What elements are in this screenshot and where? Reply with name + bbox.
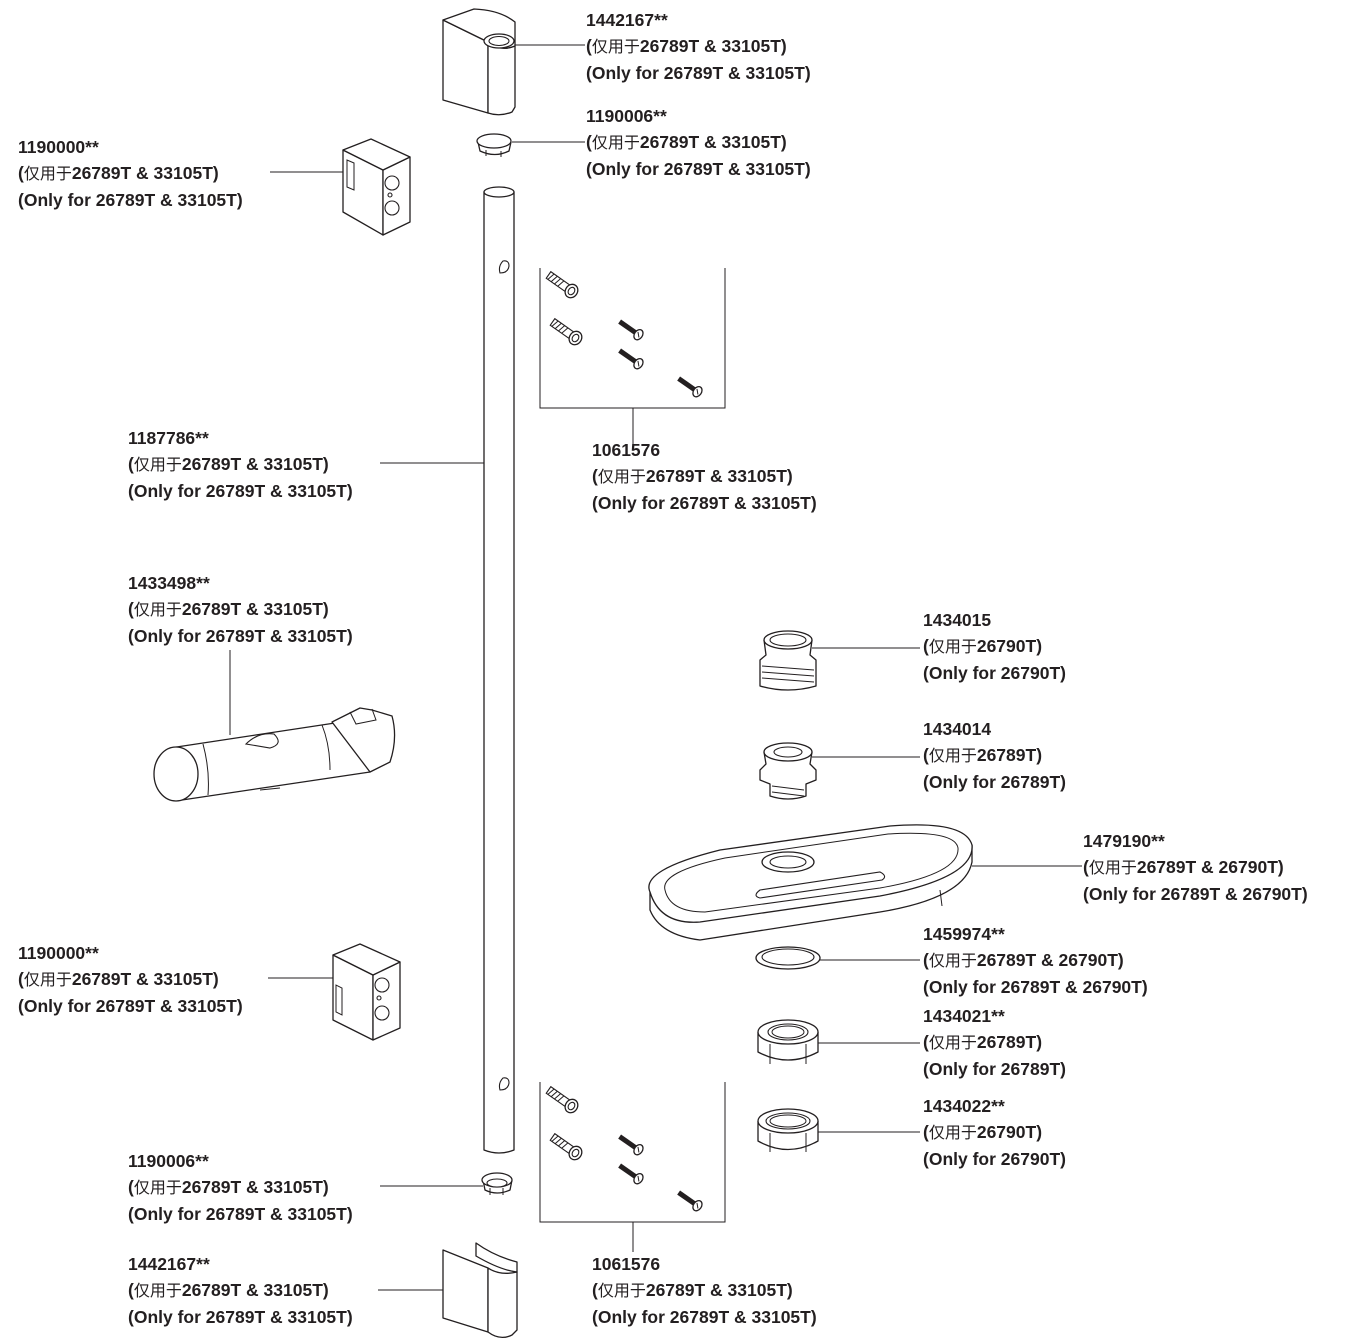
nut-26789-part [757, 1019, 920, 1064]
en-note: (Only for 26790T) [923, 1149, 1066, 1169]
soap-dish-part [648, 824, 1082, 941]
part-number: 1434021** [923, 1006, 1005, 1026]
cn-note: (仅用于26789T & 33105T) [18, 969, 219, 989]
en-note: (Only for 26789T & 33105T) [592, 1307, 817, 1327]
cn-note: (仅用于26789T) [923, 745, 1043, 765]
adapter-26789-part [759, 742, 920, 800]
cn-note: (仅用于26789T & 33105T) [592, 1280, 793, 1300]
part-number: 1434014 [923, 719, 992, 739]
cn-note: (仅用于26790T) [923, 1122, 1043, 1142]
cn-note: (仅用于26789T & 33105T) [128, 454, 329, 474]
en-note: (Only for 26789T & 33105T) [18, 996, 243, 1016]
label-bracket-bottom: 1190000** (仅用于26789T & 33105T) (Only for… [18, 940, 243, 1019]
cn-note: (仅用于26789T & 33105T) [128, 1177, 329, 1197]
screw-kit-bottom-part [539, 1082, 726, 1252]
slider-part [153, 650, 396, 802]
part-number: 1190000** [18, 137, 99, 157]
label-nut-26789: 1434021** (仅用于26789T) (Only for 26789T) [923, 1003, 1066, 1082]
cn-note: (仅用于26789T & 33105T) [586, 132, 787, 152]
cn-note: (仅用于26789T & 33105T) [128, 599, 329, 619]
label-nut-26790: 1434022** (仅用于26790T) (Only for 26790T) [923, 1093, 1066, 1172]
label-plug-bottom: 1190006** (仅用于26789T & 33105T) (Only for… [128, 1148, 353, 1227]
bracket-bottom-part [268, 943, 401, 1041]
part-number: 1433498** [128, 573, 210, 593]
plug-bottom-part [380, 1172, 513, 1195]
label-rail: 1187786** (仅用于26789T & 33105T) (Only for… [128, 425, 353, 504]
en-note: (Only for 26789T) [923, 1059, 1066, 1079]
label-soap-dish: 1479190** (仅用于26789T & 26790T) (Only for… [1083, 828, 1308, 907]
label-adapter-26789: 1434014 (仅用于26789T) (Only for 26789T) [923, 716, 1066, 795]
part-number: 1187786** [128, 428, 209, 448]
label-plug-top: 1190006** (仅用于26789T & 33105T) (Only for… [586, 103, 811, 182]
part-number: 1442167** [128, 1254, 210, 1274]
cn-note: (仅用于26789T & 33105T) [592, 466, 793, 486]
part-number: 1190000** [18, 943, 99, 963]
label-bracket-top: 1190000** (仅用于26789T & 33105T) (Only for… [18, 134, 243, 213]
label-end-cap-bottom: 1442167** (仅用于26789T & 33105T) (Only for… [128, 1251, 353, 1330]
label-end-cap-top: 1442167** (仅用于26789T & 33105T) (Only for… [586, 7, 811, 86]
cn-note: (仅用于26789T & 26790T) [1083, 857, 1284, 877]
en-note: (Only for 26789T & 33105T) [18, 190, 243, 210]
en-note: (Only for 26789T & 26790T) [923, 977, 1148, 997]
adapter-26790-part [759, 630, 920, 691]
nut-26790-part [757, 1108, 920, 1152]
part-number: 1479190** [1083, 831, 1165, 851]
plug-top-part [476, 133, 585, 157]
en-note: (Only for 26789T & 33105T) [128, 1204, 353, 1224]
en-note: (Only for 26789T & 33105T) [128, 626, 353, 646]
part-number: 1190006** [586, 106, 667, 126]
part-number: 1061576 [592, 440, 661, 460]
en-note: (Only for 26789T & 33105T) [128, 481, 353, 501]
cn-note: (仅用于26790T) [923, 636, 1043, 656]
label-adapter-26790: 1434015 (仅用于26790T) (Only for 26790T) [923, 607, 1066, 686]
label-screw-kit-top: 1061576 (仅用于26789T & 33105T) (Only for 2… [592, 437, 817, 516]
part-number: 1190006** [128, 1151, 209, 1171]
end-cap-bottom-part [378, 1242, 518, 1339]
part-number: 1459974** [923, 924, 1005, 944]
label-slider: 1433498** (仅用于26789T & 33105T) (Only for… [128, 570, 353, 649]
part-number: 1442167** [586, 10, 668, 30]
part-number: 1434022** [923, 1096, 1005, 1116]
cn-note: (仅用于26789T) [923, 1032, 1043, 1052]
cn-note: (仅用于26789T & 33105T) [128, 1280, 329, 1300]
cn-note: (仅用于26789T & 26790T) [923, 950, 1124, 970]
en-note: (Only for 26789T & 26790T) [1083, 884, 1308, 904]
en-note: (Only for 26789T & 33105T) [592, 493, 817, 513]
cn-note: (仅用于26789T & 33105T) [18, 163, 219, 183]
en-note: (Only for 26790T) [923, 663, 1066, 683]
cn-note: (仅用于26789T & 33105T) [586, 36, 787, 56]
en-note: (Only for 26789T) [923, 772, 1066, 792]
en-note: (Only for 26789T & 33105T) [586, 159, 811, 179]
label-screw-kit-bottom: 1061576 (仅用于26789T & 33105T) (Only for 2… [592, 1251, 817, 1330]
screw-kit-top-part [539, 268, 726, 448]
part-number: 1061576 [592, 1254, 661, 1274]
en-note: (Only for 26789T & 33105T) [128, 1307, 353, 1327]
rail-part [380, 186, 515, 1154]
washer-part [755, 946, 920, 970]
part-number: 1434015 [923, 610, 992, 630]
en-note: (Only for 26789T & 33105T) [586, 63, 811, 83]
end-cap-top-part [442, 8, 585, 116]
bracket-top-part [270, 138, 411, 236]
label-washer: 1459974** (仅用于26789T & 26790T) (Only for… [923, 921, 1148, 1000]
